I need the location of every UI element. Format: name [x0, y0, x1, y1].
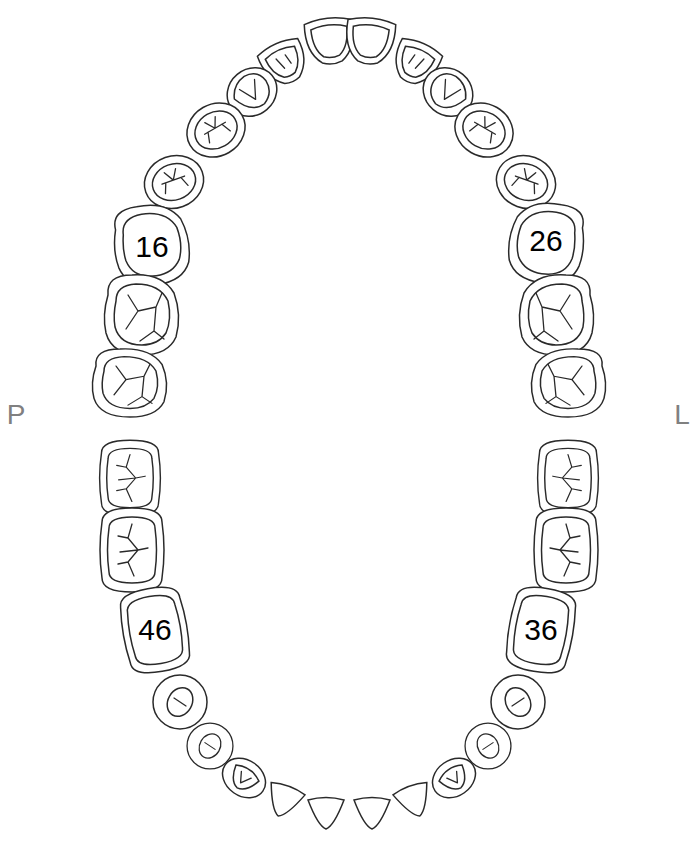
lower-molar — [100, 508, 164, 592]
tooth-number: 36 — [524, 615, 557, 645]
lower-premolar — [153, 675, 207, 729]
lower-premolar — [465, 723, 511, 769]
lower-premolar — [491, 675, 545, 729]
upper-molar — [504, 198, 589, 288]
lower-molar — [534, 508, 598, 592]
side-marker: L — [674, 401, 690, 429]
tooth-number: 26 — [529, 226, 562, 256]
tooth-number: 16 — [135, 232, 168, 262]
upper-molar — [104, 275, 178, 355]
lower-central-incisor — [308, 798, 344, 830]
lower-lateral-incisor — [392, 780, 437, 822]
upper-central-incisor — [343, 16, 396, 67]
upper-premolar — [177, 92, 255, 167]
lower-molar — [502, 583, 580, 677]
lower-premolar — [187, 723, 233, 769]
lower-molar — [100, 440, 161, 516]
lower-central-incisor — [354, 798, 390, 830]
side-marker: P — [7, 401, 26, 429]
upper-molar — [519, 275, 593, 355]
lower-molar — [538, 440, 599, 516]
lower-canine — [215, 750, 273, 806]
upper-premolar — [445, 92, 523, 167]
lower-lateral-incisor — [261, 780, 306, 822]
upper-molar — [92, 349, 166, 417]
upper-molar — [531, 349, 605, 417]
tooth-number: 46 — [138, 615, 171, 645]
lower-canine — [425, 750, 483, 806]
lower-molar — [116, 583, 194, 677]
